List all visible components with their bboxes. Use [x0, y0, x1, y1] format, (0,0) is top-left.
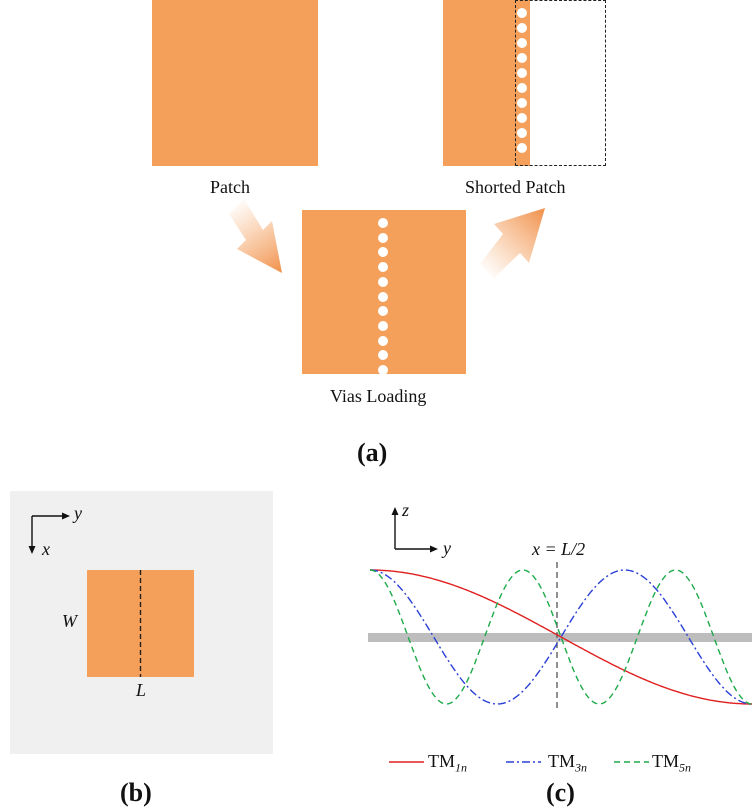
arrow-patch-to-vias	[229, 199, 282, 273]
arrow-vias-to-shorted	[480, 208, 545, 278]
axis-y-label-c: y	[443, 538, 451, 558]
shorting-via	[517, 38, 527, 48]
caption-c: (c)	[546, 778, 575, 807]
shorting-via	[517, 53, 527, 63]
axis-y-label-b: y	[74, 503, 82, 523]
axis-x-label-b: x	[42, 539, 50, 559]
legend-tm5: TM5n	[652, 751, 691, 776]
coord-axes-c	[391, 507, 438, 553]
caption-b: (b)	[120, 778, 152, 807]
shorting-via	[517, 113, 527, 123]
shorting-via	[517, 68, 527, 78]
shorted-patch-label: Shorted Patch	[465, 177, 566, 197]
shorting-via	[517, 98, 527, 108]
length-label: L	[136, 680, 147, 700]
caption-a: (a)	[357, 438, 388, 467]
patch-square	[152, 0, 318, 166]
width-label: W	[62, 611, 77, 631]
legend-tm5-sub: 5n	[679, 760, 691, 775]
vias-loading-label: Vias Loading	[330, 386, 427, 406]
ground-plane	[368, 633, 752, 642]
loading-via	[378, 291, 388, 302]
loading-via	[378, 247, 388, 258]
shorting-via	[517, 8, 527, 18]
legend-tm1-sub: 1n	[455, 760, 467, 775]
shorted-patch-removed-outline	[515, 0, 606, 166]
legend-tm5-base: TM	[652, 751, 679, 771]
field-curve-tm5	[369, 569, 753, 705]
loading-via	[378, 365, 388, 375]
shorting-via	[517, 143, 527, 153]
loading-via	[378, 218, 388, 228]
loading-via	[378, 320, 388, 331]
legend-tm3-sub: 3n	[575, 760, 587, 775]
shorting-via	[517, 23, 527, 33]
transition-arrows	[229, 199, 545, 278]
legend-tm1-base: TM	[428, 751, 455, 771]
shorting-via	[517, 128, 527, 138]
axis-z-label-c: z	[402, 500, 410, 520]
field-curve-tm1	[370, 569, 752, 705]
loading-via	[378, 335, 388, 346]
legend-tm3-base: TM	[548, 751, 575, 771]
loading-via	[378, 262, 388, 273]
patch-label: Patch	[210, 177, 250, 197]
loading-via	[378, 232, 388, 243]
loading-via	[378, 306, 388, 317]
loading-via	[378, 276, 388, 287]
loading-via	[378, 350, 388, 361]
legend-tm1: TM1n	[428, 751, 467, 776]
center-position-label: x = L/2	[532, 539, 586, 559]
shorting-via	[517, 83, 527, 93]
legend-tm3: TM3n	[548, 751, 587, 776]
